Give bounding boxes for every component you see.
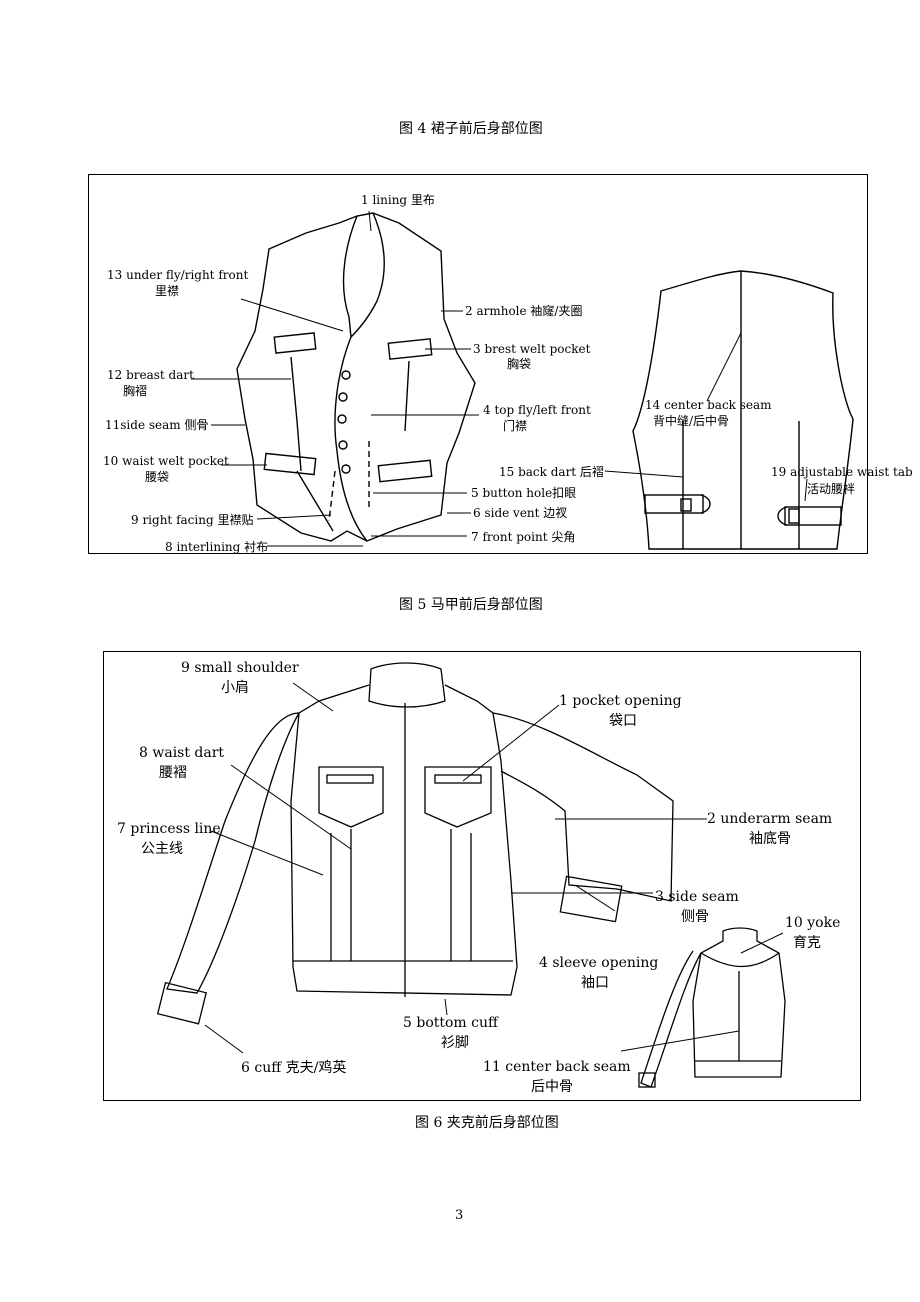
jacket-label-2b: 袖底骨: [749, 831, 791, 847]
jacket-label-11a: 11 center back seam: [483, 1059, 631, 1075]
vest-label-6: 6 side vent 边衩: [473, 506, 567, 520]
page-number: 3: [455, 1208, 464, 1223]
waist-tab-left: [644, 494, 704, 514]
vest-label-19b: 活动腰袢: [807, 481, 855, 496]
jacket-label-3b: 侧骨: [681, 909, 709, 925]
vest-label-19a: 19 adjustable waist tab: [771, 465, 913, 479]
vest-label-3a: 3 brest welt pocket: [473, 342, 591, 356]
vest-label-15: 15 back dart 后褶: [499, 464, 604, 479]
vest-lapel: [342, 215, 358, 338]
jacket-label-10b: 育克: [793, 935, 821, 951]
jacket-label-9a: 9 small shoulder: [181, 660, 299, 676]
left-cuff: [156, 981, 208, 1025]
waist-pocket-right: [377, 459, 433, 483]
vest-label-4a: 4 top fly/left front: [483, 403, 591, 417]
breast-pocket-right: [387, 338, 433, 360]
vest-front-opening: [334, 336, 368, 542]
vest-button-3: [337, 414, 347, 424]
jacket-label-1b: 袋口: [609, 713, 637, 729]
vest-button-1: [341, 370, 351, 380]
vest-figure: 1 lining 里布 2 armhole 袖窿/夹圈 3 brest welt…: [88, 174, 913, 554]
jacket-label-4a: 4 sleeve opening: [539, 955, 658, 971]
vest-button-4: [338, 440, 348, 450]
jacket-label-8b: 腰褶: [159, 765, 187, 781]
vest-label-14a: 14 center back seam: [645, 398, 772, 412]
figure-6-caption: 图 6 夹克前后身部位图: [415, 1115, 559, 1131]
jacket-collar: [368, 662, 446, 708]
right-cuff: [559, 875, 623, 923]
right-dart: [404, 360, 410, 432]
vest-label-4b: 门襟: [503, 418, 527, 433]
jacket-label-11b: 后中骨: [531, 1079, 573, 1095]
vest-label-3b: 胸袋: [507, 356, 531, 371]
vest-lining-curve: [350, 212, 385, 338]
vest-label-5: 5 button hole扣眼: [471, 486, 576, 500]
vest-label-10a: 10 waist welt pocket: [103, 454, 229, 468]
vest-label-11: 11side seam 侧骨: [105, 418, 208, 432]
vest-label-13b: 里襟: [155, 283, 179, 298]
jacket-figure: 9 small shoulder 小肩 1 pocket opening 袋口 …: [103, 651, 861, 1101]
vest-label-10b: 腰袋: [145, 470, 169, 484]
left-pocket: [318, 766, 384, 828]
jacket-right-sleeve: [492, 712, 674, 902]
jacket-label-7b: 公主线: [141, 841, 183, 857]
breast-dart: [290, 356, 302, 472]
jacket-label-5b: 衫脚: [441, 1035, 469, 1051]
back-yoke: [700, 952, 780, 968]
waist-tab-right: [784, 506, 842, 526]
jacket-diagram: 9 small shoulder 小肩 1 pocket opening 袋口 …: [117, 660, 840, 1095]
jacket-left-sleeve: [166, 712, 301, 994]
jacket-label-9b: 小肩: [221, 680, 249, 696]
jacket-label-3a: 3 side seam: [655, 889, 739, 905]
figure-4-caption: 图 4 裙子前后身部位图: [399, 121, 543, 137]
back-sleeve: [640, 950, 702, 1088]
vest-label-8: 8 interlining 衬布: [165, 540, 268, 554]
vest-button-2: [338, 392, 348, 402]
vest-label-14b: 背中缝/后中骨: [653, 413, 729, 428]
jacket-label-6: 6 cuff 克夫/鸡英: [241, 1059, 346, 1076]
jacket-label-4b: 袖口: [581, 975, 609, 991]
vest-label-12a: 12 breast dart: [107, 368, 194, 382]
vest-label-12b: 胸褶: [123, 383, 147, 398]
jacket-label-7a: 7 princess line: [117, 821, 221, 837]
jacket-label-10a: 10 yoke: [785, 915, 840, 931]
jacket-label-8a: 8 waist dart: [139, 745, 224, 761]
vest-label-7: 7 front point 尖角: [471, 530, 575, 544]
breast-pocket-left: [273, 332, 317, 354]
jacket-label-1a: 1 pocket opening: [559, 693, 682, 709]
waist-pocket-left: [263, 452, 317, 476]
back-jacket-outline: [692, 927, 786, 1078]
vest-label-9: 9 right facing 里襟贴: [131, 512, 253, 527]
jacket-label-2a: 2 underarm seam: [707, 811, 832, 827]
vest-button-5: [341, 464, 351, 474]
vest-front-outline: [236, 212, 476, 542]
vest-label-2: 2 armhole 袖窿/夹圈: [465, 303, 582, 318]
figure-5-caption: 图 5 马甲前后身部位图: [399, 597, 543, 613]
vest-diagram: 1 lining 里布 2 armhole 袖窿/夹圈 3 brest welt…: [103, 193, 913, 554]
vest-label-13a: 13 under fly/right front: [107, 268, 248, 282]
vest-back-outline: [632, 270, 854, 550]
jacket-body-outline: [290, 684, 518, 996]
vest-label-1: 1 lining 里布: [361, 193, 435, 207]
jacket-label-5a: 5 bottom cuff: [403, 1015, 499, 1031]
